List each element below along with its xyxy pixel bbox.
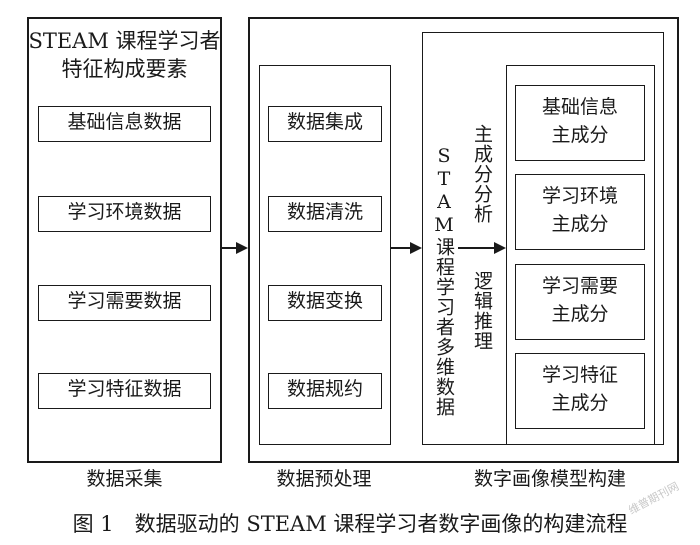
preprocess-item-reduction xyxy=(268,373,382,409)
component-basic-info xyxy=(515,85,645,161)
component-label: 学习特征 xyxy=(541,364,618,386)
component-label: 主成分 xyxy=(551,124,609,146)
component-label: 学习需要 xyxy=(541,275,618,297)
component-label: 学习环境 xyxy=(541,185,618,207)
collection-panel xyxy=(27,17,222,463)
component-environment xyxy=(515,174,645,250)
modeling-caption: 数字画像模型构建 xyxy=(473,468,626,490)
preprocessing-panel xyxy=(259,65,391,445)
method-label-pca: 主成分分析 xyxy=(471,124,493,224)
collection-item-features xyxy=(38,373,211,409)
arrow-preprocess-to-model-head xyxy=(410,242,422,254)
collection-item-needs xyxy=(38,285,211,321)
preprocessing-caption: 数据预处理 xyxy=(276,468,372,490)
preprocess-item-integration xyxy=(268,106,382,142)
figure-caption: 图 1 数据驱动的 STEAM 课程学习者数字画像的构建流程 xyxy=(72,512,628,536)
component-label: 基础信息 xyxy=(541,96,618,118)
collection-title-line2: 特征构成要素 xyxy=(61,57,188,81)
preprocess-item-label: 数据变换 xyxy=(286,290,363,312)
process-container xyxy=(248,17,679,463)
component-features xyxy=(515,353,645,429)
component-label: 主成分 xyxy=(551,213,609,235)
component-label: 主成分 xyxy=(551,392,609,414)
collection-caption: 数据采集 xyxy=(86,468,163,490)
collection-item-label: 学习环境数据 xyxy=(67,201,182,223)
preprocess-item-transform xyxy=(268,285,382,321)
collection-title-line1: STEAM 课程学习者 xyxy=(28,29,221,53)
collection-item-environment xyxy=(38,196,211,232)
arrow-data-to-components-head xyxy=(494,242,506,254)
preprocess-item-label: 数据集成 xyxy=(286,111,363,133)
collection-item-label: 学习特征数据 xyxy=(67,378,182,400)
collection-item-label: 学习需要数据 xyxy=(67,290,182,312)
preprocess-item-cleaning xyxy=(268,196,382,232)
collection-item-basic-info xyxy=(38,106,211,142)
component-needs xyxy=(515,264,645,340)
multidimensional-data-label: STAM课程学习者多维数据 xyxy=(433,145,455,417)
method-label-logic: 逻辑推理 xyxy=(471,271,493,351)
component-label: 主成分 xyxy=(551,303,609,325)
preprocess-item-label: 数据清洗 xyxy=(286,201,363,223)
components-panel xyxy=(506,65,655,445)
arrow-collection-to-process-head xyxy=(236,242,248,254)
preprocess-item-label: 数据规约 xyxy=(286,378,363,400)
collection-item-label: 基础信息数据 xyxy=(67,111,182,133)
